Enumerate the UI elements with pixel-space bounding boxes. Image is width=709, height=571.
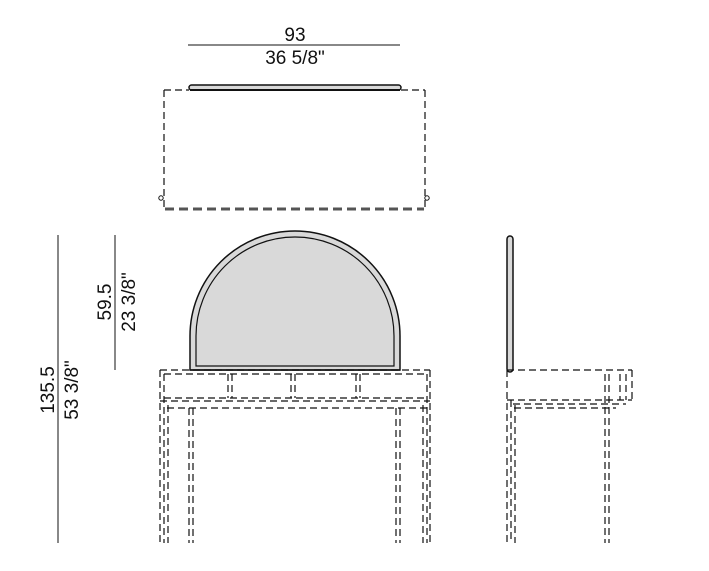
- mirror-height-cm: 59.5: [95, 284, 116, 321]
- side-view: [506, 235, 633, 543]
- mirror-side: [506, 235, 514, 373]
- width-dimension: 93 36 5/8": [188, 25, 400, 69]
- knob-icon: [424, 195, 430, 201]
- top-view: [158, 84, 430, 211]
- mirror-front: [189, 230, 401, 371]
- knob-icon: [158, 195, 164, 201]
- front-view: [159, 230, 431, 543]
- mirror-height-dimension: 59.5 23 3/8": [95, 235, 140, 370]
- mirror-height-in: 23 3/8": [119, 272, 140, 332]
- total-height-in: 53 3/8": [62, 360, 83, 420]
- total-height-dimension: 135.5 53 3/8": [38, 235, 83, 543]
- total-height-cm: 135.5: [38, 366, 59, 414]
- width-in: 36 5/8": [265, 48, 325, 69]
- width-cm: 93: [284, 25, 305, 46]
